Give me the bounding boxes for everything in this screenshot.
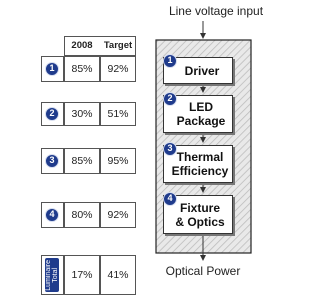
row-3-2008: 85% xyxy=(64,148,100,174)
table-row-1-label-cell xyxy=(41,56,64,82)
table-row-3-label-cell xyxy=(41,148,64,174)
stage-led-package-label: LED Package xyxy=(176,100,226,128)
output-label: Optical Power xyxy=(165,264,241,278)
badge-4-icon: 4 xyxy=(45,208,59,222)
row-5-target: 41% xyxy=(100,255,136,295)
row-5-2008: 17% xyxy=(64,255,100,295)
stage-3-badge-icon: 3 xyxy=(163,142,177,156)
stage-led-package: LED Package xyxy=(163,95,233,133)
header-frame xyxy=(64,36,136,56)
badge-2-icon: 2 xyxy=(45,107,59,121)
row-4-target: 92% xyxy=(100,202,136,228)
stage-driver-label: Driver xyxy=(184,64,220,78)
stage-4-badge-icon: 4 xyxy=(163,192,177,206)
row-1-2008: 85% xyxy=(64,56,100,82)
luminaire-total-badge: Luminaire Total xyxy=(45,258,59,292)
table-row-5-label-cell xyxy=(41,255,64,295)
row-3-target: 95% xyxy=(100,148,136,174)
badge-3-icon: 3 xyxy=(45,154,59,168)
badge-1-icon: 1 xyxy=(45,62,59,76)
stage-1-badge-icon: 1 xyxy=(163,54,177,68)
flow-diagram-svg xyxy=(155,21,252,261)
input-label: Line voltage input xyxy=(168,4,264,18)
row-2-2008: 30% xyxy=(64,102,100,126)
table-row-2-label-cell xyxy=(41,102,64,126)
col-header-target: Target xyxy=(103,40,133,51)
row-1-target: 92% xyxy=(100,56,136,82)
table-row-4-label-cell xyxy=(41,202,64,228)
stage-fixture-optics: Fixture & Optics xyxy=(163,195,233,234)
row-4-2008: 80% xyxy=(64,202,100,228)
row-2-target: 51% xyxy=(100,102,136,126)
stage-2-badge-icon: 2 xyxy=(163,92,177,106)
stage-thermal-efficiency-label: Thermal Efficiency xyxy=(171,150,229,178)
col-header-2008: 2008 xyxy=(71,40,93,51)
stage-fixture-optics-label: Fixture & Optics xyxy=(175,201,225,229)
